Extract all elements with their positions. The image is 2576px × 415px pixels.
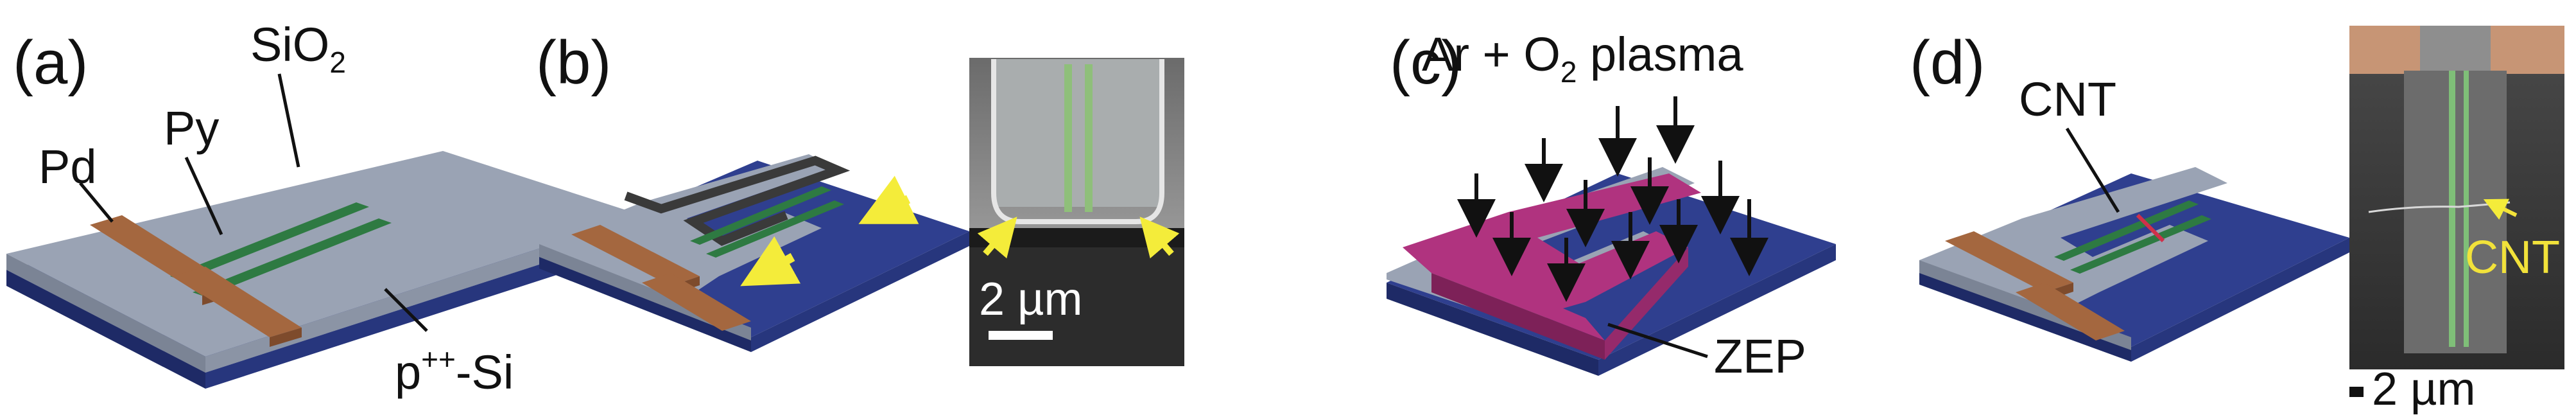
zep-label: ZEP — [1714, 330, 1806, 383]
pd-label: Pd — [39, 140, 97, 193]
py-leader — [184, 156, 223, 236]
membrane-edge — [991, 59, 1164, 224]
zep-leader — [1607, 322, 1708, 358]
panel-letter: (d) — [1910, 28, 1985, 97]
sio2-label: SiO2 — [250, 18, 346, 79]
py-wire-sem — [1064, 64, 1072, 212]
panel-a: (a) Pd Py SiO2 p++-Si — [6, 18, 642, 399]
sio2-layer — [6, 151, 642, 357]
zep-resist — [1403, 173, 1701, 340]
sio2-leader — [277, 73, 300, 168]
py-wire — [2054, 200, 2199, 261]
sem-image-b: 2 µm — [969, 58, 1184, 366]
zep-side — [1431, 273, 1605, 360]
scalebar — [989, 331, 1053, 340]
contact-pad-sem — [2420, 26, 2491, 71]
cnt — [2136, 213, 2165, 243]
cnt-leader — [2065, 127, 2120, 213]
py-wire-sem — [1085, 64, 1093, 212]
substrate-side — [1919, 270, 2131, 362]
sem-image-d: CNT 2 µm — [2349, 26, 2564, 415]
sio2-side-right — [205, 215, 642, 373]
pd-contact — [2016, 283, 2125, 340]
undercut-arrow — [1139, 216, 1180, 259]
suspended-sio2 — [994, 59, 1162, 207]
substrate-side-right — [205, 231, 642, 389]
py-wire-sem — [2449, 71, 2455, 347]
si-leader — [384, 288, 428, 332]
panel-c: (c) Ar + O2 plasma ZEP — [1387, 28, 1836, 383]
sio2-side-left — [6, 254, 205, 373]
pd-contact — [571, 225, 700, 286]
undercut-arrow — [977, 216, 1017, 259]
pd-contact — [173, 267, 302, 337]
undercut-arrow — [858, 175, 919, 224]
si-label: p++-Si — [395, 342, 514, 399]
panel-b: (b) — [536, 28, 969, 352]
scalebar-label: 2 µm — [979, 274, 1083, 325]
substrate-side — [1387, 283, 1598, 376]
substrate-side — [1598, 244, 1836, 376]
py-wire — [2070, 215, 2211, 274]
py-wire — [193, 218, 392, 297]
scalebar — [2349, 387, 2364, 397]
undercut-arrow — [740, 236, 801, 287]
pd-contact-side — [270, 328, 302, 347]
substrate-side — [2131, 238, 2349, 362]
cnt-arrow — [2483, 199, 2518, 220]
panel-d: (d) CNT — [1910, 28, 2349, 362]
plasma-label: Ar + O2 plasma — [1422, 28, 1743, 89]
pd-leader — [79, 182, 114, 223]
panel-letter: (b) — [536, 28, 611, 97]
py-wire-sem — [2464, 71, 2469, 347]
scalebar-label: 2 µm — [2372, 364, 2476, 415]
py-wire — [170, 202, 369, 281]
cnt-label: CNT — [2019, 73, 2116, 126]
undercut-edge — [624, 155, 851, 246]
sio2-remaining — [539, 154, 834, 328]
substrate-side — [539, 254, 751, 352]
pd-contact — [642, 273, 751, 331]
cnt-sem-label: CNT — [2465, 232, 2560, 283]
py-label: Py — [164, 102, 219, 155]
substrate-side — [751, 231, 969, 352]
pd-contact — [1945, 231, 2073, 292]
panel-letter: (a) — [13, 28, 88, 97]
py-wire — [690, 186, 831, 245]
panel-letter: (c) — [1390, 28, 1462, 97]
substrate-side-left — [6, 270, 205, 389]
